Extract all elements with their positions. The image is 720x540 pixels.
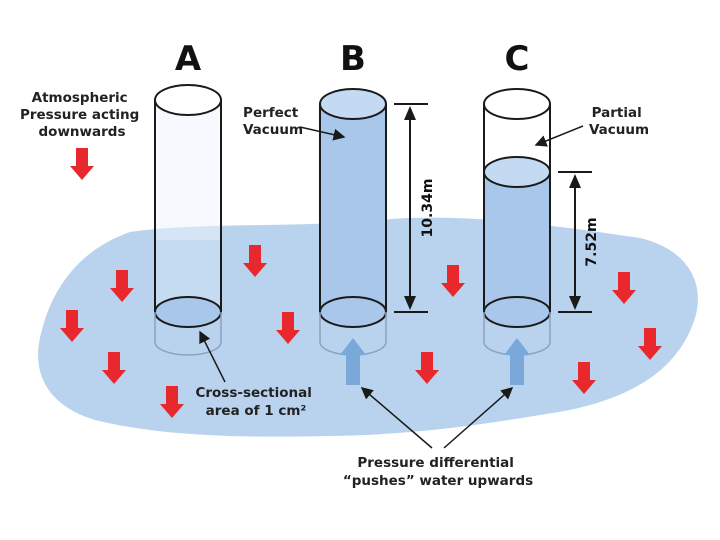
height-dimension-c xyxy=(558,171,592,313)
height-dimension-b xyxy=(394,103,428,313)
pressure-up-arrow-c-icon xyxy=(504,338,530,385)
perfect-vacuum-label: Perfect Vacuum xyxy=(243,105,303,138)
atmospheric-pressure-down-arrow-icon xyxy=(102,352,126,384)
atmospheric-pressure-down-arrow-icon xyxy=(160,386,184,418)
atmospheric-pressure-down-arrow-icon xyxy=(276,312,300,344)
perfect-vacuum-pointer xyxy=(299,126,346,141)
tube-c xyxy=(483,88,551,356)
atmospheric-pressure-down-arrow-icon xyxy=(70,148,94,180)
partial-vacuum-label: Partial Vacuum xyxy=(589,105,649,138)
pressure-pointer-c xyxy=(443,387,514,449)
atmospheric-pressure-down-arrow-icon xyxy=(60,310,84,342)
pressure-up-arrow-b-icon xyxy=(340,338,366,385)
tube-a xyxy=(154,84,222,356)
atmospheric-pressure-down-arrow-icon xyxy=(243,245,267,277)
atmospheric-pressure-down-arrow-icon xyxy=(415,352,439,384)
atmospheric-pressure-down-arrow-icon xyxy=(638,328,662,360)
tube-label-c: C xyxy=(505,39,530,79)
atmospheric-label: Atmospheric Pressure acting downwards xyxy=(20,90,144,140)
cross-section-label: Cross-sectional area of 1 cm² xyxy=(195,385,316,419)
pressure-differential-label: Pressure differential “pushes” water upw… xyxy=(343,455,533,489)
tube-label-b: B xyxy=(340,39,366,79)
atmospheric-pressure-down-arrow-icon xyxy=(572,362,596,394)
pressure-pointer-b xyxy=(360,387,433,449)
cross-section-pointer xyxy=(199,330,226,383)
tube-b xyxy=(319,88,387,356)
atmospheric-pressure-down-arrow-icon xyxy=(612,272,636,304)
partial-vacuum-pointer xyxy=(534,125,584,147)
atmospheric-pressure-down-arrow-icon xyxy=(441,265,465,297)
atmospheric-pressure-down-arrow-icon xyxy=(110,270,134,302)
height-label-c: 7.52m xyxy=(584,217,600,266)
tube-label-a: A xyxy=(175,39,202,79)
height-label-b: 10.34m xyxy=(420,179,436,238)
